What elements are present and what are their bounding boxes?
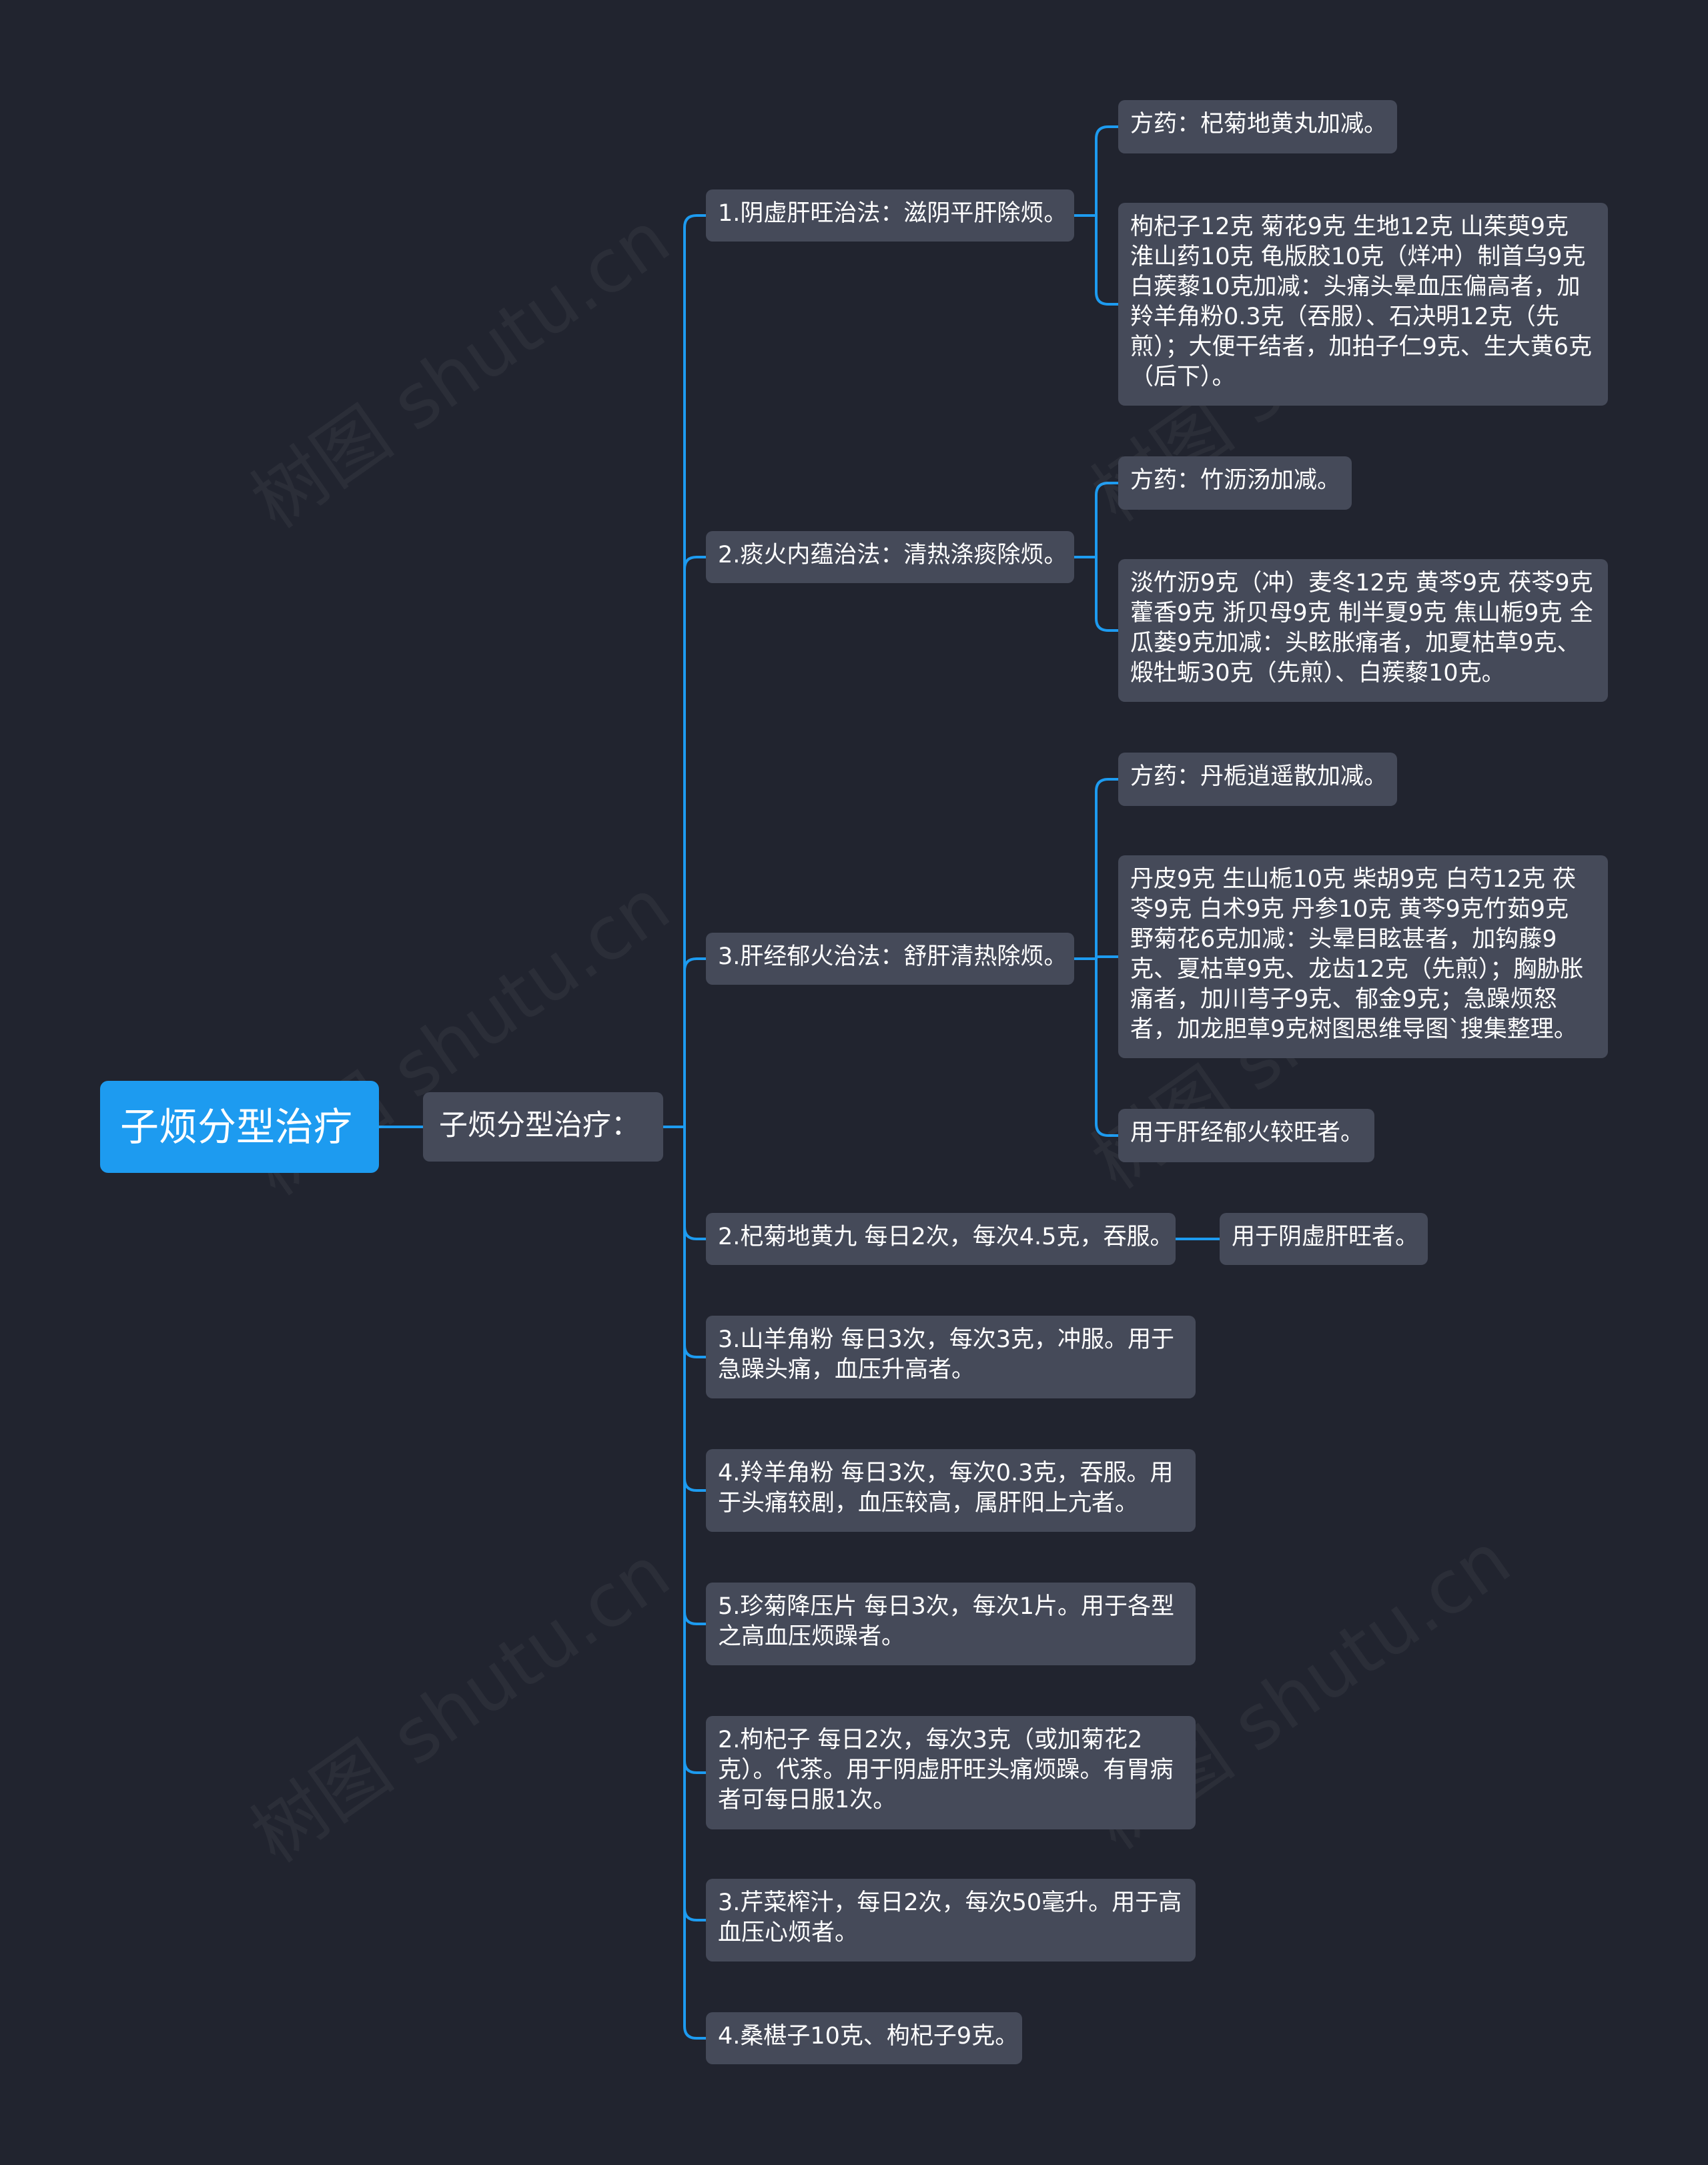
branch-node-2[interactable]: 2.痰火内蕴治法：清热涤痰除烦。 [706,531,1074,583]
leaf-node-4-1[interactable]: 用于阴虚肝旺者。 [1220,1213,1428,1265]
connector-8 [683,1127,706,1492]
leaf-node-2-1[interactable]: 方药：竹沥汤加减。 [1118,456,1352,510]
branch-node-4[interactable]: 2.杞菊地黄九 每日2次，每次4.5克，吞服。 [706,1213,1176,1265]
connector-14 [1095,125,1118,215]
connector-17 [1095,482,1118,557]
branch-node-8[interactable]: 2.枸杞子 每日2次，每次3克（或加菊花2克）。代茶。用于阴虚肝旺头痛烦躁。有胃… [706,1716,1196,1829]
branch-node-1[interactable]: 1.阴虚肝旺治法：滋阴平肝除烦。 [706,189,1074,242]
connector-18 [1095,557,1118,632]
leaf-node-3-1[interactable]: 方药：丹栀逍遥散加减。 [1118,753,1397,806]
branch-node-3[interactable]: 3.肝经郁火治法：舒肝清热除烦。 [706,933,1074,985]
branch-node-7[interactable]: 5.珍菊降压片 每日3次，每次1片。用于各型之高血压烦躁者。 [706,1583,1196,1665]
connector-15 [1095,215,1118,306]
connector-5 [683,957,706,1127]
leaf-node-3-2[interactable]: 丹皮9克 生山栀10克 柴胡9克 白芍12克 茯苓9克 白术9克 丹参10克 黄… [1118,855,1608,1058]
branch-node-6[interactable]: 4.羚羊角粉 每日3次，每次0.3克，吞服。用于头痛较剧，血压较高，属肝阳上亢者… [706,1449,1196,1532]
connector-20 [1095,778,1118,959]
leaf-node-3-3[interactable]: 用于肝经郁火较旺者。 [1118,1109,1374,1162]
connector-4 [683,556,706,1127]
branch-node-5[interactable]: 3.山羊角粉 每日3次，每次3克，冲服。用于急躁头痛，血压升高者。 [706,1316,1196,1398]
connector-3 [683,214,706,1127]
connector-10 [683,1127,706,1774]
leaf-node-2-2[interactable]: 淡竹沥9克（冲）麦冬12克 黄芩9克 茯苓9克 藿香9克 浙贝母9克 制半夏9克… [1118,559,1608,702]
connector-12 [683,1127,706,2040]
branch-node-10[interactable]: 4.桑椹子10克、枸杞子9克。 [706,2012,1022,2064]
leaf-node-1-1[interactable]: 方药：杞菊地黄丸加减。 [1118,100,1397,153]
branch-node-9[interactable]: 3.芹菜榨汁，每日2次，每次50毫升。用于高血压心烦者。 [706,1879,1196,1962]
connector-6 [683,1127,706,1240]
level1-node[interactable]: 子烦分型治疗： [423,1092,663,1162]
connector-9 [683,1127,706,1625]
leaf-node-1-2[interactable]: 枸杞子12克 菊花9克 生地12克 山茱萸9克 淮山药10克 龟版胶10克（烊冲… [1118,203,1608,406]
connector-21 [1095,955,1118,959]
connector-11 [683,1127,706,1921]
root-node[interactable]: 子烦分型治疗 [100,1081,379,1173]
connector-22 [1095,959,1118,1137]
connector-7 [683,1127,706,1358]
